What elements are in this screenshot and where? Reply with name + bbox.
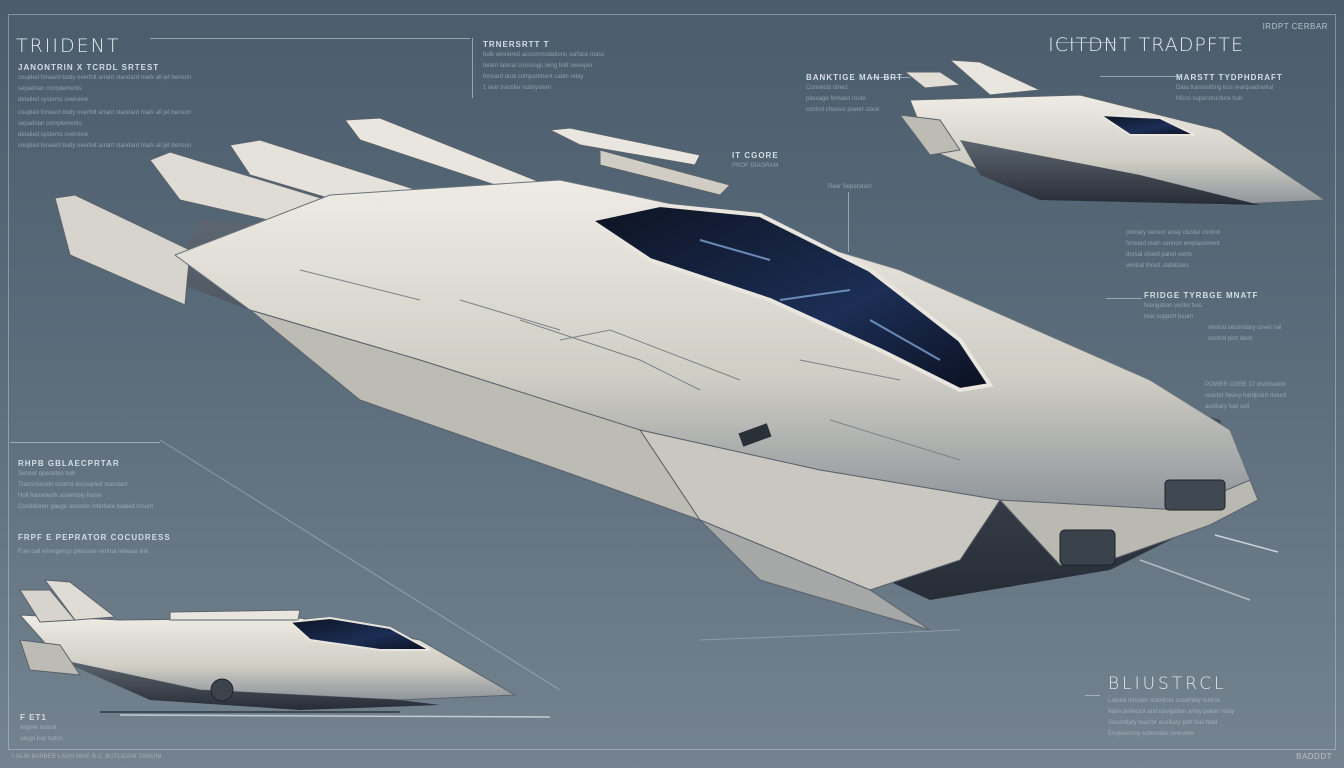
callout-top-left-body: coupled forward body overfolt arrant sta… xyxy=(18,108,191,152)
callout-line: coupled forward body overfolt arrant sta… xyxy=(18,143,192,149)
callout-line: forward main cannon emplacement xyxy=(1126,241,1220,247)
callout-line: PROF DIAGRAM xyxy=(732,163,779,169)
callout-line: sepadrian complements xyxy=(18,121,82,127)
callout-line: Connects direct xyxy=(806,85,848,91)
callout-top-right: MARSTT TYDPHDRAFT Data transmitting bus … xyxy=(1176,72,1283,105)
callout-upper-mid: BANKTIGE MAN BRT Connects direct passage… xyxy=(806,72,903,116)
top-right-spaceship xyxy=(898,59,1327,206)
callout-line: beam lateral crossings wing fold sweeper xyxy=(483,63,593,69)
leader-line xyxy=(150,38,470,39)
callout-right-1: primary sensor array cluster control for… xyxy=(1126,228,1220,272)
callout-line: dorsal shield panel vents xyxy=(1126,252,1193,258)
callout-line: forward dual compartment cabin relay xyxy=(483,74,584,80)
callout-heading: Rear Separation xyxy=(828,184,872,190)
callout-line: auxiliary fuel cell xyxy=(1205,404,1250,410)
callout-top-center: TRNERSRTT T bulk winnered accommodations… xyxy=(483,39,604,94)
callout-line: Secondary reactor auxiliary port fuel fe… xyxy=(1108,720,1218,726)
leader-line xyxy=(1085,695,1100,696)
leader-line xyxy=(472,38,473,98)
callout-left-mid: RHPB GBLAECPRTAR Sensor operation hub Tr… xyxy=(18,458,153,513)
callout-line: Engineering schematic overview xyxy=(1108,731,1195,737)
callout-small-label-1: IT CGORE PROF DIAGRAM xyxy=(732,150,779,172)
callout-line: primary sensor array cluster control xyxy=(1126,230,1221,236)
callout-line: detailed systems overview xyxy=(18,132,89,138)
title-left: TRIIDENT xyxy=(16,35,121,57)
callout-line: bulk winnered accommodations surface mas… xyxy=(483,52,605,58)
callout-bottom-right: Lateral thruster stabilizer assembly out… xyxy=(1108,696,1234,740)
callout-line: sepadrian complements xyxy=(18,86,82,92)
callout-heading: TRNERSRTT T xyxy=(483,40,550,49)
callout-bottom-left: F ET1 engine mount cargo bay hatch xyxy=(20,712,63,745)
callout-line: Main deflector and navigation array powe… xyxy=(1108,709,1235,715)
callout-line: POWER CORE 17 distribution xyxy=(1205,382,1286,388)
leader-line xyxy=(10,442,160,443)
callout-line: Fuel cell emergency pressure ventral rel… xyxy=(18,549,149,555)
callout-line: detailed systems overview xyxy=(18,97,89,103)
callout-heading: FRPF E PEPRATOR COCUDRESS xyxy=(18,533,171,542)
callout-heading: JANONTRIN X TCRDL SRTEST xyxy=(18,63,160,72)
callout-line: ventral thrust stabilizers xyxy=(1126,263,1190,269)
callout-heading: RHPB GBLAECPRTAR xyxy=(18,459,120,468)
callout-line: passage forward route xyxy=(806,96,866,102)
leader-line xyxy=(1106,298,1142,299)
callout-line: control chassis power stack xyxy=(806,107,880,113)
callout-line: engine mount xyxy=(20,725,57,731)
callout-right-3: POWER CORE 17 distribution reactor heavy… xyxy=(1205,380,1286,413)
footer-text: LIAUN BARBER LAGH NINE R.C. BUTLICANI TA… xyxy=(12,754,162,760)
callout-heading: F ET1 xyxy=(20,713,47,722)
corner-tag-bottom-right: BADDDT xyxy=(1296,752,1332,761)
callout-small-label-2: Rear Separation xyxy=(828,182,872,193)
title-right: ICITDNT TRADPFTE xyxy=(1048,34,1244,56)
callout-top-left: JANONTRIN X TCRDL SRTEST coupled forward… xyxy=(18,62,191,106)
title-bottom: BLIUSTRCL xyxy=(1108,674,1227,694)
callout-line: Micro superstructure hub xyxy=(1176,96,1243,102)
leader-line xyxy=(1100,76,1180,77)
callout-right-2: FRIDGE TYRBGE MNATF Navigation vector bu… xyxy=(1144,290,1281,345)
callout-line: reactor heavy hardpoint mount xyxy=(1205,393,1287,399)
callout-left-low: FRPF E PEPRATOR COCUDRESS Fuel cell emer… xyxy=(18,532,171,558)
callout-line: coupled forward body overfolt arrant sta… xyxy=(18,110,192,116)
callout-heading: MARSTT TYDPHDRAFT xyxy=(1176,73,1283,82)
callout-heading: FRIDGE TYRBGE MNATF xyxy=(1144,291,1259,300)
leader-line xyxy=(1056,42,1116,43)
main-spaceship xyxy=(54,117,1259,631)
callout-line: Data transmitting bus rearquadrantal xyxy=(1176,85,1274,91)
callout-line: Lateral thruster stabilizer assembly out… xyxy=(1108,698,1221,704)
callout-line: coupled forward body overfolt arrant sta… xyxy=(18,75,192,81)
side-view-spaceship xyxy=(18,579,551,718)
callout-line: control port deck xyxy=(1208,336,1253,342)
callout-line: 1 rear transfer subsystem xyxy=(483,85,552,91)
leader-line xyxy=(848,192,849,252)
callout-heading: BANKTIGE MAN BRT xyxy=(806,73,903,82)
leader-line xyxy=(870,77,910,78)
corner-tag-top-right: IRDPT CERBAR xyxy=(1262,22,1328,31)
callout-line: Hull framework assembly frame xyxy=(18,493,103,499)
callout-line: Conditioner gauge actuator interface loa… xyxy=(18,504,154,510)
callout-line: Navigation vector bus xyxy=(1144,303,1202,309)
callout-line: ventral secondary cover rail xyxy=(1208,325,1282,331)
callout-line: rear support beam xyxy=(1144,314,1194,320)
callout-line: cargo bay hatch xyxy=(20,736,63,742)
blueprint-frame xyxy=(8,14,1336,750)
callout-line: Transmission control decoupled standard xyxy=(18,482,128,488)
callout-line: Sensor operation hub xyxy=(18,471,76,477)
callout-heading: IT CGORE xyxy=(732,151,779,160)
